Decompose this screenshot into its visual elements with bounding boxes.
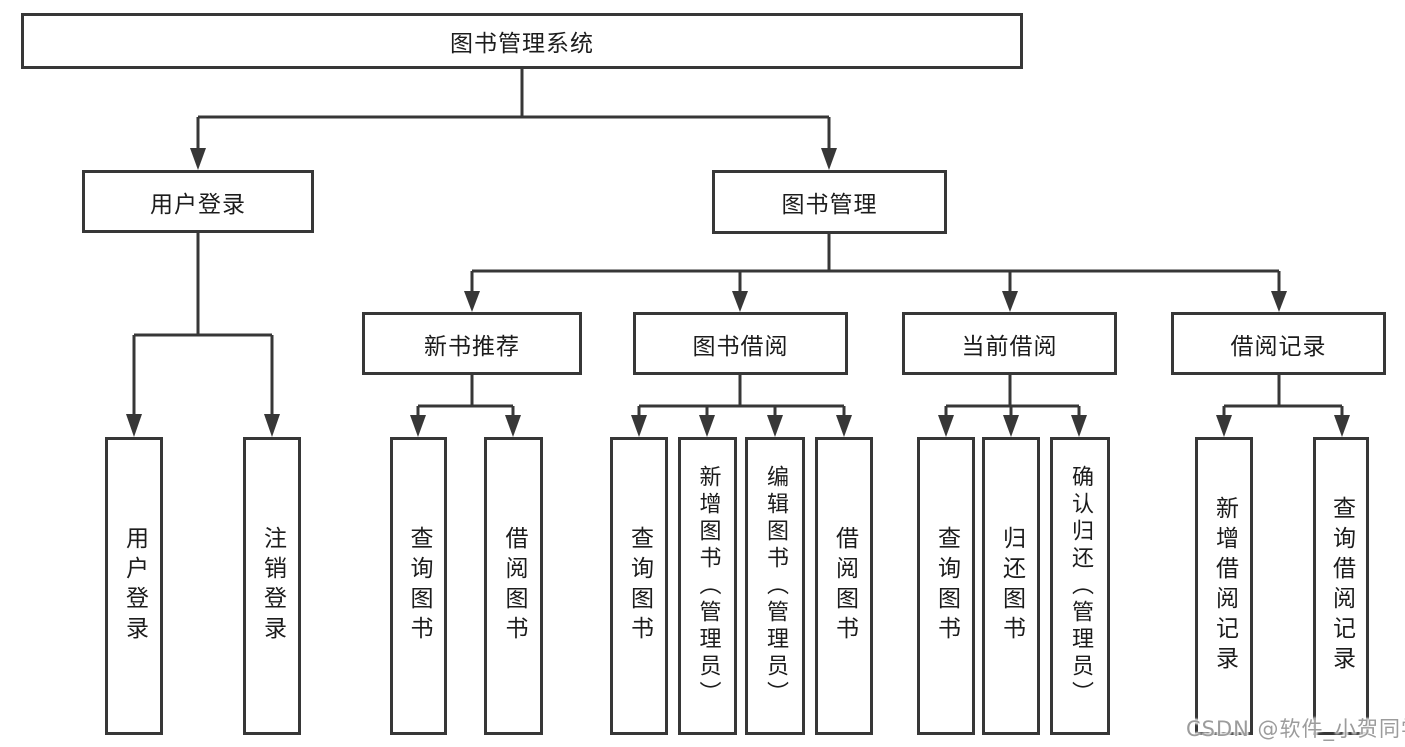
node-leaf-query-books: 查询图书 xyxy=(610,437,668,735)
node-label: 查询图书 xyxy=(626,526,653,646)
node-label: 归还图书 xyxy=(998,526,1025,646)
node-leaf-query-books: 查询图书 xyxy=(390,437,447,735)
node-book-management: 图书管理 xyxy=(712,170,947,234)
node-leaf-query-books: 查询图书 xyxy=(917,437,975,735)
node-label: 新书推荐 xyxy=(424,333,520,360)
node-label: 图书借阅 xyxy=(692,333,789,360)
node-label: 借阅图书 xyxy=(831,526,858,646)
node-label: 新增借阅记录 xyxy=(1211,496,1238,676)
node-label: 新增图书（管理员） xyxy=(695,464,721,708)
node-leaf-return-books: 归还图书 xyxy=(982,437,1040,735)
node-leaf-logout: 注销登录 xyxy=(243,437,301,735)
node-label: 借阅图书 xyxy=(501,526,527,646)
node-book-borrow: 图书借阅 xyxy=(633,312,848,375)
node-label: 查询借阅记录 xyxy=(1328,496,1355,676)
node-label: 借阅记录 xyxy=(1230,333,1327,360)
node-leaf-add-book-admin: 新增图书（管理员） xyxy=(678,437,737,735)
csdn-watermark: CSDN @软件_小贺同学 xyxy=(1186,717,1405,741)
node-label: 用户登录 xyxy=(150,191,246,218)
node-label: 用户登录 xyxy=(121,526,148,646)
node-leaf-add-borrow-record: 新增借阅记录 xyxy=(1195,437,1253,735)
node-label: 编辑图书（管理员） xyxy=(763,464,788,708)
node-label: 查询图书 xyxy=(406,526,432,646)
node-leaf-user-login: 用户登录 xyxy=(105,437,163,735)
node-new-book-recommend: 新书推荐 xyxy=(362,312,582,375)
node-label: 查询图书 xyxy=(933,526,960,646)
node-label: 图书管理 xyxy=(781,192,878,218)
node-label: 图书管理系统 xyxy=(450,31,594,57)
node-label: 当前借阅 xyxy=(961,333,1058,360)
node-user-login: 用户登录 xyxy=(82,170,314,233)
node-root-system: 图书管理系统 xyxy=(21,13,1023,69)
node-borrow-records: 借阅记录 xyxy=(1171,312,1386,375)
node-label: 注销登录 xyxy=(259,526,286,646)
node-leaf-confirm-return-admin: 确认归还（管理员） xyxy=(1050,437,1110,735)
node-label: 确认归还（管理员） xyxy=(1068,464,1093,708)
node-leaf-borrow-books: 借阅图书 xyxy=(484,437,543,735)
node-current-borrow: 当前借阅 xyxy=(902,312,1117,375)
node-leaf-query-borrow-record: 查询借阅记录 xyxy=(1313,437,1369,735)
node-leaf-edit-book-admin: 编辑图书（管理员） xyxy=(745,437,805,735)
node-leaf-borrow-books: 借阅图书 xyxy=(815,437,873,735)
